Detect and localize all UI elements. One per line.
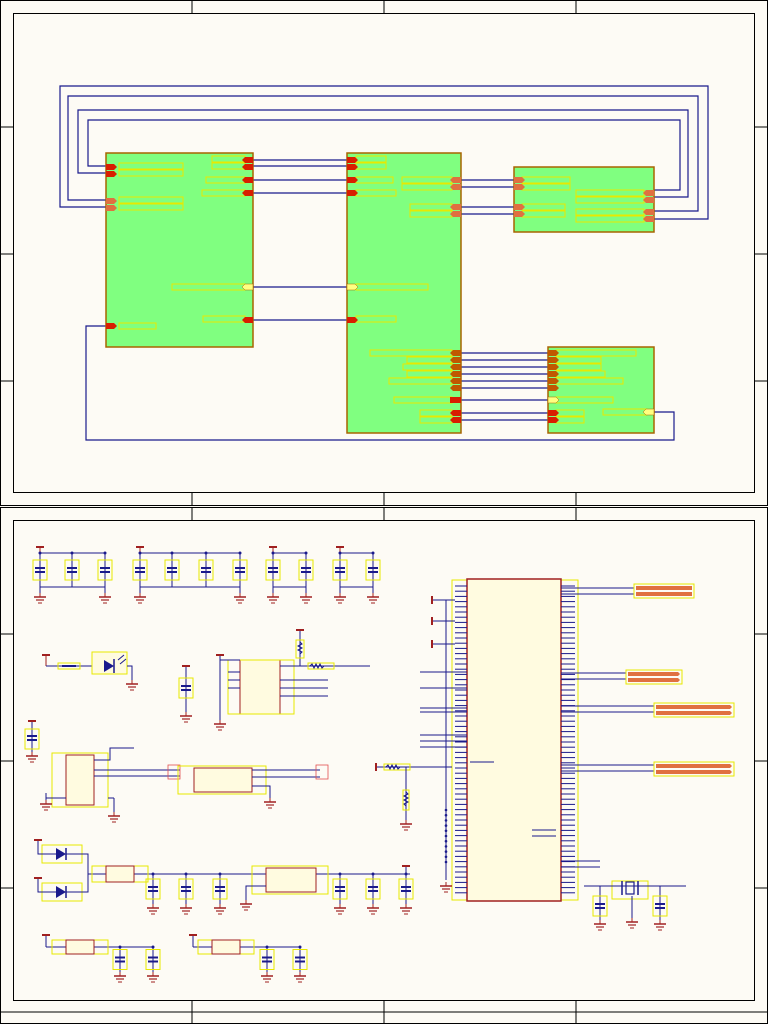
sheet-1-bus-wires — [59, 85, 709, 441]
net-label-bus-4[interactable] — [653, 761, 735, 777]
power-input-diodes[interactable] — [34, 839, 410, 902]
ldo-output-capacitors[interactable] — [112, 945, 308, 983]
sheet-2 — [0, 507, 768, 1024]
net-label-bus-2[interactable] — [625, 669, 683, 685]
sheet-2-inner-frame — [13, 520, 755, 1001]
net-label-bus-1[interactable] — [633, 583, 695, 599]
sheet-2-zone-ticks — [0, 507, 768, 1024]
crystal-oscillator[interactable] — [584, 880, 686, 920]
ground-symbols — [26, 680, 666, 931]
mcu-left-nets — [420, 596, 467, 880]
sheet-symbol-block-1[interactable] — [105, 152, 254, 348]
bulk-capacitor-left[interactable] — [24, 720, 40, 752]
voltage-regulator-1[interactable] — [45, 747, 181, 812]
main-microcontroller[interactable] — [451, 578, 579, 902]
ldo-regulator-b[interactable] — [245, 865, 329, 900]
bulk-capacitor-mid[interactable] — [178, 665, 194, 712]
led-indicator[interactable] — [42, 651, 133, 680]
sheet-symbol-block-4[interactable] — [547, 346, 655, 434]
sheet-symbol-block-2[interactable] — [346, 152, 462, 434]
voltage-regulator-2[interactable] — [177, 764, 329, 798]
ldo-regulator-c[interactable] — [42, 934, 154, 955]
reset-ic[interactable] — [216, 629, 370, 720]
mcu-right-nets — [561, 587, 654, 868]
output-filter-capacitors[interactable] — [145, 865, 414, 915]
mcu-reset-network[interactable] — [375, 763, 452, 820]
decoupling-capacitor-banks[interactable] — [32, 546, 381, 604]
sheet-1-zone-ticks — [0, 0, 768, 506]
net-label-bus-3[interactable] — [653, 702, 735, 718]
sheet-1 — [0, 0, 768, 506]
ldo-regulator-d[interactable] — [189, 934, 300, 955]
sheet-symbol-block-3[interactable] — [513, 166, 655, 233]
sheet-1-inner-frame — [13, 13, 755, 493]
ldo-regulator-a[interactable] — [91, 865, 149, 883]
